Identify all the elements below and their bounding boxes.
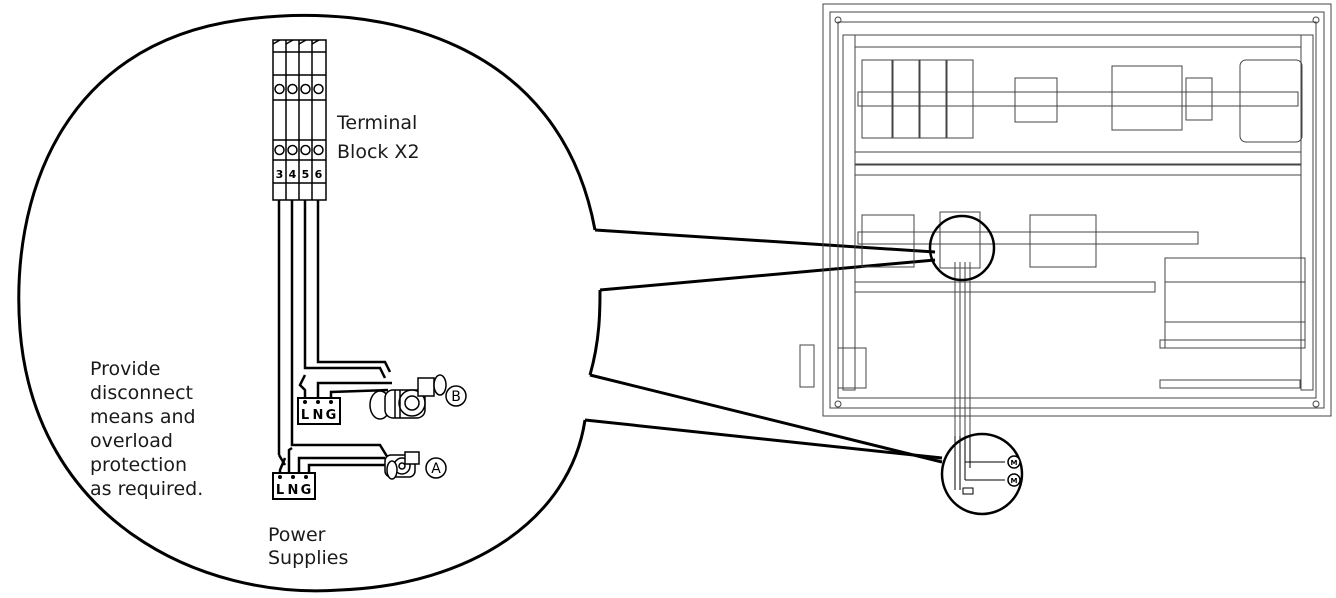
supply-b-g: G xyxy=(326,408,337,423)
note-line1: Provide xyxy=(90,358,160,380)
motor-zoom-circle xyxy=(940,432,1024,516)
motor-1-label: M xyxy=(1011,459,1018,467)
pump-b-label: B xyxy=(451,389,461,405)
supply-b-l: L xyxy=(301,408,309,423)
power-supplies-line1: Power xyxy=(268,524,326,546)
note-line6: as required. xyxy=(90,478,203,500)
terminal-6-label: 6 xyxy=(315,168,323,181)
control-panel xyxy=(799,3,1332,455)
supply-a-n: N xyxy=(288,483,299,498)
terminal-5-label: 5 xyxy=(302,168,310,181)
note-line3: means and xyxy=(90,406,196,428)
callout-lines xyxy=(584,228,943,464)
pump-a-label: A xyxy=(431,461,441,477)
supply-a-l: L xyxy=(276,483,284,498)
motor-wiring xyxy=(954,436,1005,495)
terminal-block-label-line1: Terminal xyxy=(336,112,417,134)
panel-zoom-circle xyxy=(928,214,996,282)
note-line5: protection xyxy=(90,454,187,476)
terminal-block-label-line2: Block X2 xyxy=(337,141,420,163)
note-line2: disconnect xyxy=(90,382,193,404)
supply-a-g: G xyxy=(301,483,312,498)
power-supplies-line2: Supplies xyxy=(268,547,348,569)
motor-1-icon xyxy=(1007,455,1021,469)
supply-b-n: N xyxy=(313,408,324,423)
motor-2-icon xyxy=(1007,473,1021,487)
terminal-3-label: 3 xyxy=(276,168,284,181)
pump-a-marker xyxy=(425,457,447,479)
terminal-block-x2 xyxy=(272,39,327,201)
pump-a-icon xyxy=(384,451,420,480)
terminal-4-label: 4 xyxy=(289,168,297,181)
magnifier-circle xyxy=(17,13,597,593)
magnified-detail: 3 4 5 6 L N G L N G xyxy=(17,13,602,593)
pump-b-icon xyxy=(369,374,447,420)
motor-2-label: M xyxy=(1011,477,1018,485)
pump-b-marker xyxy=(445,385,467,407)
wires xyxy=(277,200,392,475)
note-line4: overload xyxy=(90,430,173,452)
